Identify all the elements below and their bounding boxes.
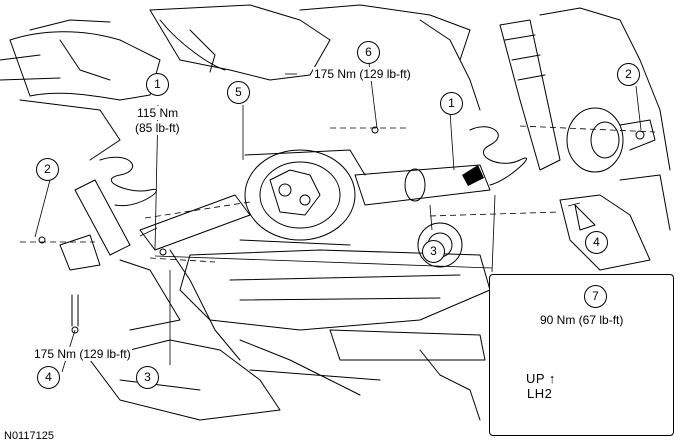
left-spring: [99, 156, 157, 207]
left-shock: [74, 179, 131, 256]
stamp-up-arrow: UP ↑: [526, 371, 556, 386]
right-spring: [469, 126, 527, 186]
detail-inset: 7 90 Nm (67 lb-ft): [489, 274, 674, 436]
callout-4-right: 4: [585, 231, 608, 254]
body-panel: [149, 4, 331, 81]
floor-panel: [179, 249, 491, 331]
callout-2-right: 2: [617, 63, 640, 86]
torque-175-top: 175 Nm (129 lb-ft): [313, 67, 412, 81]
callout-6: 6: [357, 41, 380, 64]
torque-115-nm: 115 Nm: [136, 106, 180, 120]
callout-1-center: 1: [440, 92, 463, 115]
callout-3-center: 3: [422, 240, 445, 263]
callout-4-left: 4: [37, 366, 60, 389]
differential-housing: [244, 149, 356, 241]
right-hub: [566, 107, 624, 173]
callout-5: 5: [227, 81, 250, 104]
callout-2-left: 2: [36, 158, 59, 181]
axle-tube: [139, 194, 251, 251]
left-frame-rail: [9, 31, 161, 101]
torque-175-bottom: 175 Nm (129 lb-ft): [33, 347, 132, 361]
callout-3-bottom: 3: [136, 366, 159, 389]
right-shock: [499, 19, 561, 171]
stamp-lh2: LH2: [527, 386, 553, 401]
torque-90-nm: 90 Nm (67 lb-ft): [540, 313, 624, 327]
callout-7: 7: [584, 285, 607, 308]
torque-85-lbft: (85 lb-ft): [134, 121, 181, 135]
figure-code: N0117125: [4, 430, 54, 442]
callout-1-upper-left: 1: [146, 73, 169, 96]
